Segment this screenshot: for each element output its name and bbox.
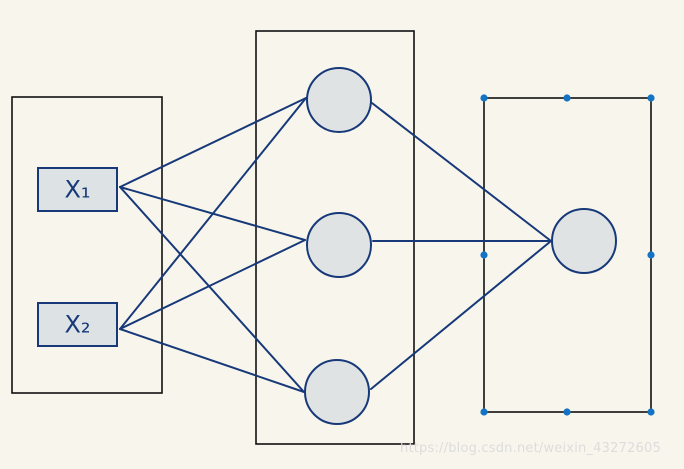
input-label-x1: X₁ [64,176,90,204]
selection-handles[interactable] [480,94,655,416]
input-box-x2 [37,302,118,347]
selection-handle[interactable] [647,94,655,102]
selection-handle[interactable] [480,94,488,102]
connection-x1-h1 [119,97,307,188]
selection-handle[interactable] [647,408,655,416]
connection-x1-h3 [119,186,305,393]
connection-x2-h1 [119,97,307,330]
connection-x2-h2 [119,239,306,330]
nodes: X₁ X₂ [37,67,617,425]
selection-handle[interactable] [480,251,488,259]
connection-h3-o1 [370,240,552,390]
connection-h1-o1 [371,102,552,242]
input-layer-box [11,96,163,394]
input-label-x2: X₂ [64,311,90,339]
hidden-node-h3 [304,359,370,425]
watermark: https://blog.csdn.net/weixin_43272605 [400,441,661,456]
output-node-o1 [551,208,617,274]
selection-handle[interactable] [647,251,655,259]
connections [119,97,552,393]
hidden-node-h1 [306,67,372,133]
input-box-x1 [37,167,118,212]
selection-handle[interactable] [563,94,571,102]
selection-handle[interactable] [563,408,571,416]
hidden-layer-box [255,30,415,445]
selection-handle[interactable] [480,408,488,416]
connection-x2-h3 [119,328,305,393]
hidden-node-h2 [306,212,372,278]
